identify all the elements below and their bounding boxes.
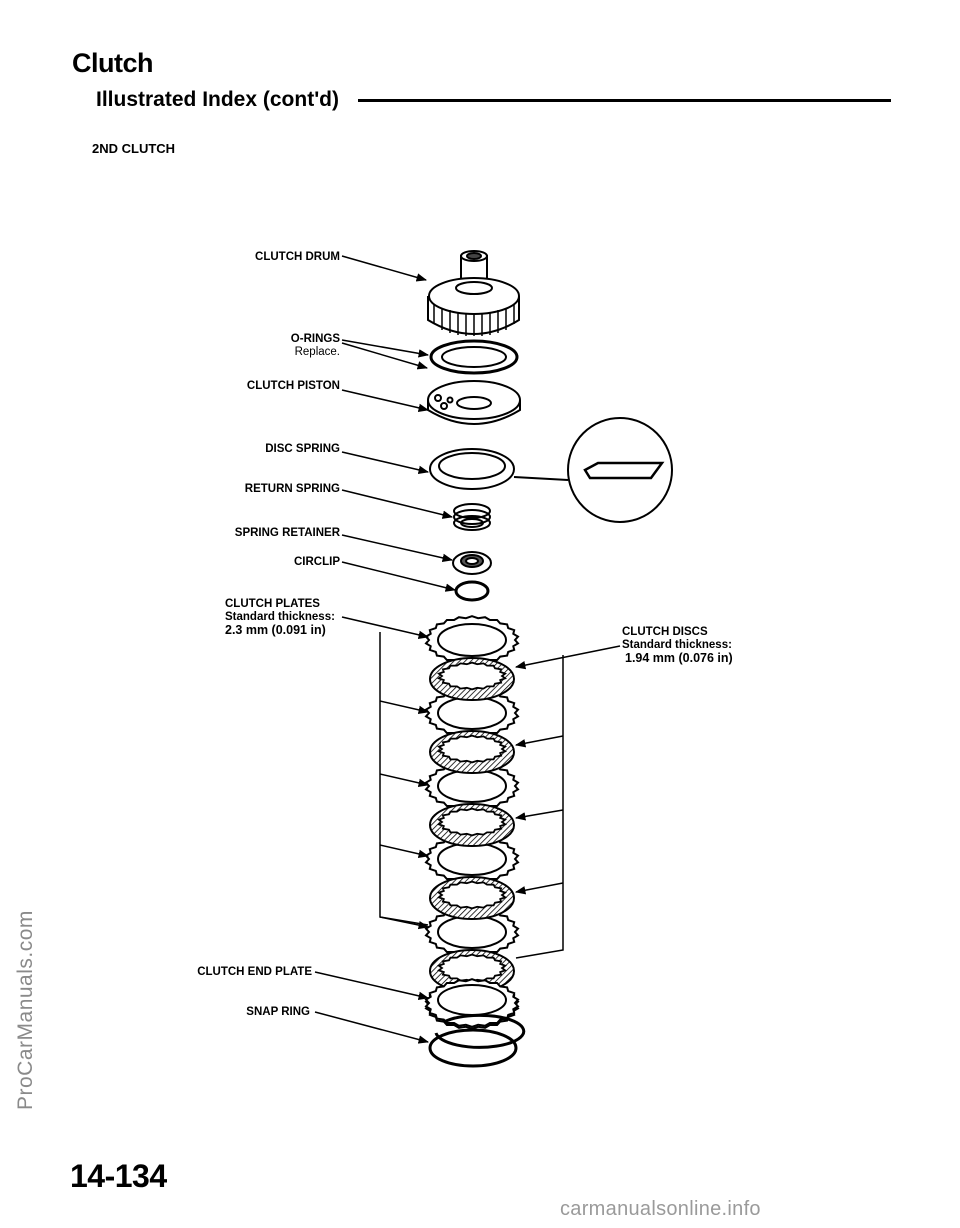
page-title: Clutch: [72, 48, 154, 78]
clutch-disc: [429, 876, 515, 920]
snap-ring-part: [428, 1013, 526, 1068]
label-clutch-discs-value: 1.94 mm (0.076 in): [625, 651, 733, 665]
section-label: 2ND CLUTCH: [92, 141, 176, 156]
clutch-drum-part: [427, 250, 520, 336]
label-o-rings-title: O-RINGS: [290, 333, 340, 345]
clutch-plate: [424, 615, 520, 665]
clutch-disc: [429, 730, 515, 774]
page-number: 14-134: [70, 1158, 167, 1194]
clutch-piston-part: [427, 380, 521, 425]
disc-spring-detail: [513, 417, 673, 523]
leader-lines: [314, 255, 621, 1044]
label-o-rings: O-RINGS Replace.: [200, 333, 340, 359]
label-clutch-plates-value: 2.3 mm (0.091 in): [225, 623, 326, 637]
label-clutch-plates-title: CLUTCH PLATES: [225, 598, 320, 610]
label-clutch-piston: CLUTCH PISTON: [246, 380, 340, 392]
clutch-plate: [424, 688, 520, 738]
label-o-rings-note: Replace.: [294, 346, 340, 358]
label-snap-ring: SNAP RING: [246, 1006, 310, 1018]
clutch-plate: [424, 761, 520, 811]
page-subtitle: Illustrated Index (cont'd): [96, 88, 340, 111]
label-clutch-plates: CLUTCH PLATES Standard thickness: 2.3 mm…: [225, 598, 335, 637]
clutch-end-plate-part: [424, 978, 520, 1028]
label-clutch-discs: CLUTCH DISCS Standard thickness: 1.94 mm…: [622, 626, 733, 665]
o-ring-part: [429, 339, 519, 375]
label-clutch-plates-spec: Standard thickness:: [225, 611, 335, 623]
label-disc-spring: DISC SPRING: [265, 443, 340, 455]
header-rule: [358, 99, 891, 102]
label-clutch-drum: CLUTCH DRUM: [255, 251, 340, 263]
spring-retainer-part: [452, 551, 492, 575]
clutch-disc: [429, 803, 515, 847]
watermark-footer: carmanualsonline.info: [560, 1198, 761, 1220]
label-circlip: CIRCLIP: [294, 556, 340, 568]
return-spring-part: [453, 503, 491, 531]
label-clutch-end-plate: CLUTCH END PLATE: [197, 966, 312, 978]
watermark-side: ProCarManuals.com: [14, 910, 37, 1110]
circlip-part: [454, 580, 490, 602]
label-spring-retainer: SPRING RETAINER: [234, 527, 340, 539]
disc-spring-part: [429, 448, 515, 490]
label-return-spring: RETURN SPRING: [244, 483, 340, 495]
clutch-disc: [429, 657, 515, 701]
label-clutch-discs-spec: Standard thickness:: [622, 639, 732, 651]
plate-stack: [424, 615, 520, 1030]
label-clutch-discs-title: CLUTCH DISCS: [622, 626, 708, 638]
